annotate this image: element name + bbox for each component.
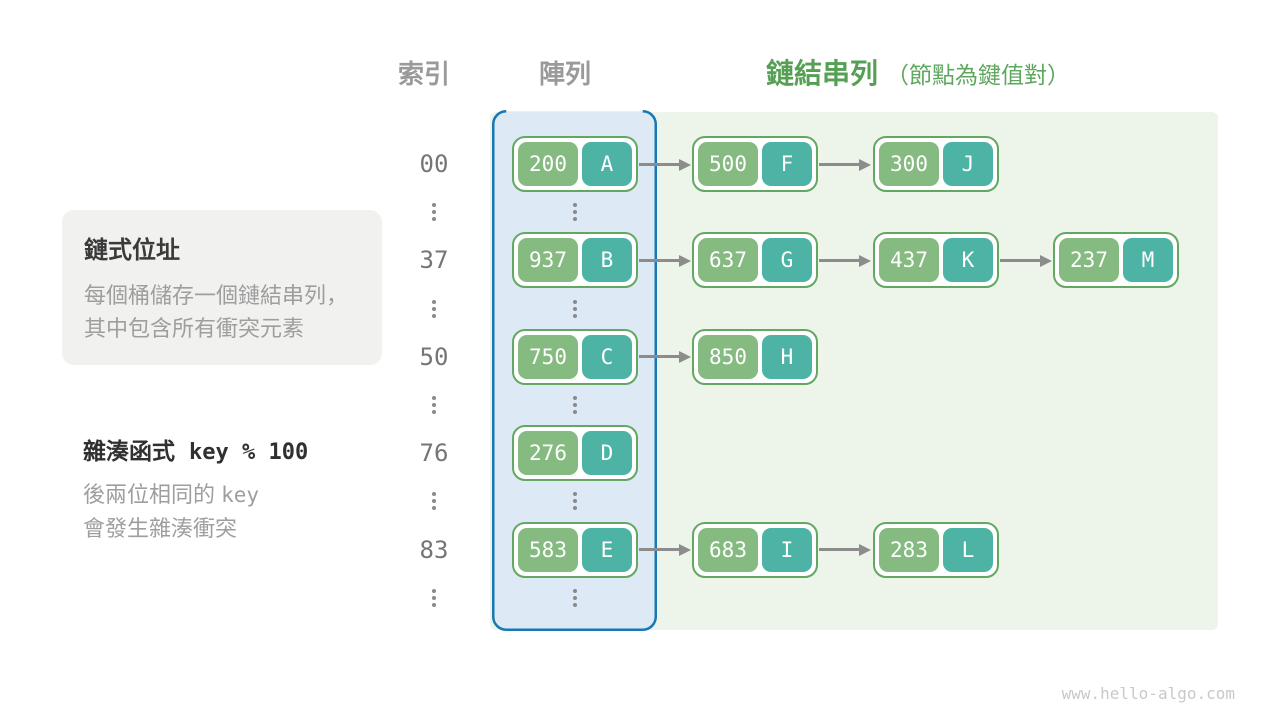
index-label: 00 [419,150,449,178]
node-value: A [582,142,632,186]
callout-chaining-line-2: 其中包含所有衝突元素 [84,316,305,341]
node-value: I [762,528,812,572]
link-arrow [819,543,871,556]
node-value: L [943,528,993,572]
hash-note-code: key [221,483,260,507]
node-value: F [762,142,812,186]
link-arrow [639,158,691,171]
link-arrow [639,254,691,267]
callout-hash-line-2: 會發生雜湊衝突 [83,516,238,541]
node-key: 237 [1059,238,1119,282]
watermark: www.hello-algo.com [1061,684,1235,703]
node-key: 283 [879,528,939,572]
index-label: 83 [419,535,449,564]
callout-hash-line-1: 後兩位相同的 key [83,478,308,512]
ellipsis-dots [432,588,436,607]
node-value: G [762,238,812,282]
node-value: K [943,238,993,282]
node-key: 850 [698,335,758,379]
callout-hash-function: 雜湊函式 key % 100 後兩位相同的 key 會發生雜湊衝突 [83,432,308,545]
header-linked-list-note: （節點為鍵值對） [886,62,1071,88]
ellipsis-dots [432,203,436,222]
node-key: 276 [518,431,578,475]
link-arrow [639,350,691,363]
ellipsis-dots [572,588,577,607]
ellipsis-dots [432,492,436,511]
callout-chaining-title: 鏈式位址 [84,237,180,264]
node-value: M [1123,238,1173,282]
index-label: 76 [419,439,449,468]
callout-hash-title: 雜湊函式 key % 100 [83,432,308,466]
callout-chaining-line-1: 每個桶儲存一個鏈結串列， [84,283,349,308]
hash-function-label: 雜湊函式 [83,438,175,464]
node-value: B [582,238,632,282]
node-key: 500 [698,142,758,186]
header-array-label: 陣列 [538,59,592,89]
callout-chaining: 鏈式位址 每個桶儲存一個鏈結串列， 其中包含所有衝突元素 [62,210,382,365]
link-arrow [819,254,871,267]
link-arrow [819,158,871,171]
node-value: E [582,528,632,572]
index-label: 50 [419,342,449,371]
hash-function-formula: key % 100 [189,440,309,465]
hash-note-text: 後兩位相同的 [83,482,216,507]
node-value: H [762,335,812,379]
node-key: 637 [698,238,758,282]
node-key: 583 [518,528,578,572]
link-arrow [639,543,691,556]
header-linked-list-label: 鏈結串列 [766,58,879,89]
ellipsis-dots [572,396,577,414]
header-index-label: 索引 [397,59,451,89]
node-key: 750 [518,335,578,379]
ellipsis-dots [572,492,577,511]
link-arrow [1000,254,1052,267]
node-key: 200 [518,142,578,186]
node-value: D [582,431,632,475]
ellipsis-dots [432,299,436,318]
node-key: 937 [518,238,578,282]
node-value: C [582,335,632,379]
node-key: 437 [879,238,939,282]
node-key: 683 [698,528,758,572]
index-label: 37 [419,246,449,275]
ellipsis-dots [572,203,577,222]
ellipsis-dots [432,396,436,414]
node-key: 300 [879,142,939,186]
header-linked-list: 鏈結串列 （節點為鍵值對） [766,52,1070,92]
array-column-border [492,110,657,631]
node-value: J [943,142,993,186]
ellipsis-dots [572,299,577,318]
